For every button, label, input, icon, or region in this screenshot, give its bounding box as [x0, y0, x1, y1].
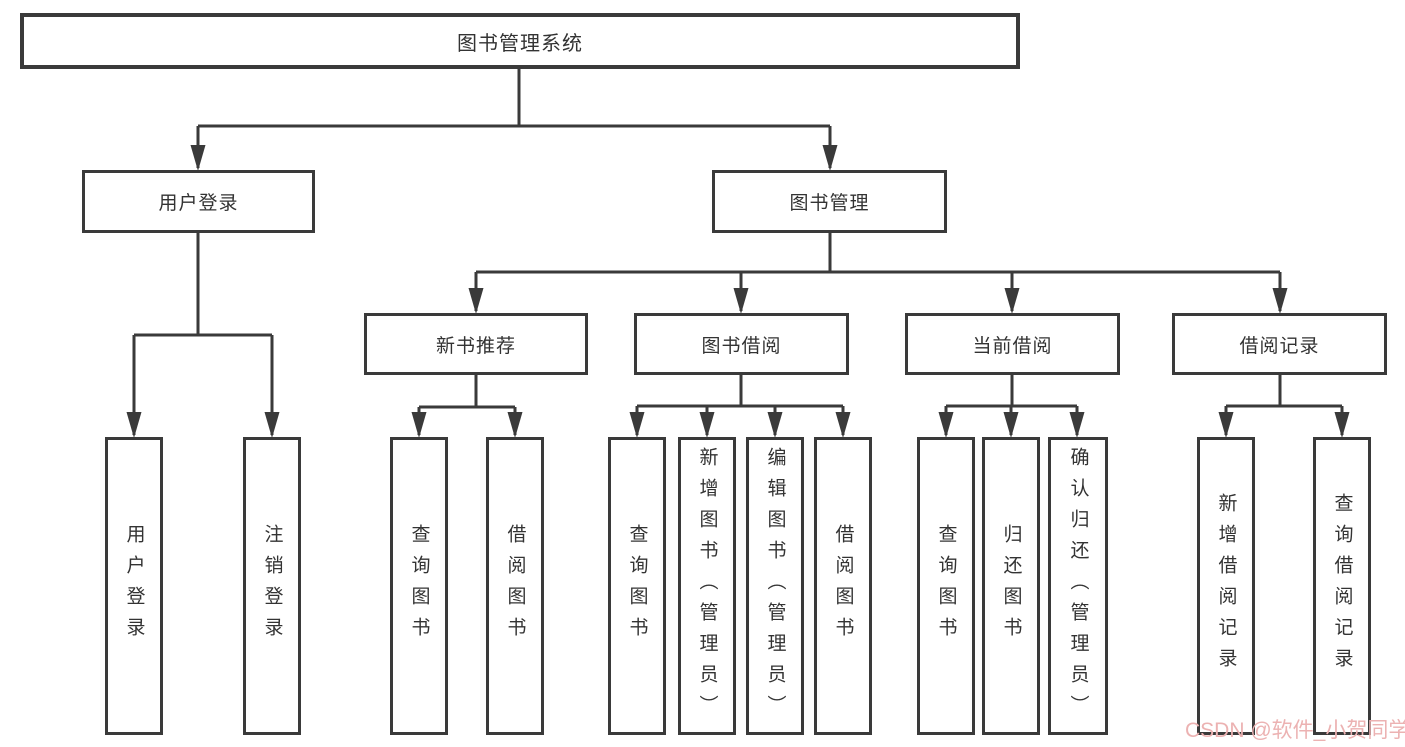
- leaf-newbook-query-books-label: 查询图书: [408, 524, 430, 648]
- connector-userlogin-to-leaves: [132, 233, 274, 435]
- csdn-watermark: CSDN @软件_小贺同学: [1185, 719, 1405, 742]
- node-borrow-records: 借阅记录: [1172, 313, 1387, 375]
- leaf-records-add-record-label: 新增借阅记录: [1215, 493, 1237, 679]
- connector-borrowrecord-to-leaves: [1224, 375, 1344, 435]
- leaf-borrow-borrow-books: 借阅图书: [814, 437, 872, 735]
- connector-currentborrow-to-leaves: [944, 375, 1079, 435]
- leaf-current-return-books: 归还图书: [982, 437, 1040, 735]
- node-root-label: 图书管理系统: [457, 32, 583, 55]
- leaf-current-confirm-return-admin-label: 确认归还（管理员）: [1067, 446, 1089, 726]
- leaf-borrow-add-books-admin-label: 新增图书（管理员）: [696, 446, 718, 726]
- leaf-newbook-query-books: 查询图书: [390, 437, 448, 735]
- leaf-user-login-label: 用户登录: [123, 524, 145, 648]
- connector-root-to-level2: [196, 69, 832, 168]
- leaf-logout-label: 注销登录: [261, 524, 283, 648]
- leaf-logout: 注销登录: [243, 437, 301, 735]
- node-borrow-records-label: 借阅记录: [1239, 335, 1320, 357]
- node-user-login: 用户登录: [82, 170, 315, 233]
- node-book-borrow-label: 图书借阅: [701, 335, 782, 357]
- leaf-current-query-books-label: 查询图书: [935, 524, 957, 648]
- leaf-borrow-borrow-books-label: 借阅图书: [832, 524, 854, 648]
- node-book-management: 图书管理: [712, 170, 947, 233]
- leaf-borrow-query-books: 查询图书: [608, 437, 666, 735]
- leaf-borrow-edit-books-admin-label: 编辑图书（管理员）: [764, 446, 786, 726]
- leaf-records-add-record: 新增借阅记录: [1197, 437, 1255, 735]
- leaf-current-query-books: 查询图书: [917, 437, 975, 735]
- leaf-current-return-books-label: 归还图书: [1000, 524, 1022, 648]
- node-book-management-label: 图书管理: [789, 193, 870, 214]
- node-current-borrow-label: 当前借阅: [972, 335, 1053, 357]
- connector-bookmgmt-to-level3: [474, 233, 1282, 311]
- leaf-newbook-borrow-books-label: 借阅图书: [504, 524, 526, 648]
- leaf-current-confirm-return-admin: 确认归还（管理员）: [1048, 437, 1108, 735]
- leaf-user-login: 用户登录: [105, 437, 163, 735]
- connector-newbook-to-leaves: [417, 375, 517, 435]
- leaf-borrow-edit-books-admin: 编辑图书（管理员）: [746, 437, 804, 735]
- node-user-login-label: 用户登录: [158, 193, 239, 214]
- leaf-borrow-query-books-label: 查询图书: [626, 524, 648, 648]
- node-book-borrow: 图书借阅: [634, 313, 849, 375]
- connector-bookborrow-to-leaves: [635, 375, 845, 435]
- node-new-book-recommend: 新书推荐: [364, 313, 588, 375]
- node-new-book-recommend-label: 新书推荐: [435, 335, 516, 357]
- node-current-borrow: 当前借阅: [905, 313, 1120, 375]
- leaf-records-query-record: 查询借阅记录: [1313, 437, 1371, 735]
- node-root: 图书管理系统: [20, 13, 1020, 69]
- leaf-borrow-add-books-admin: 新增图书（管理员）: [678, 437, 736, 735]
- leaf-newbook-borrow-books: 借阅图书: [486, 437, 544, 735]
- leaf-records-query-record-label: 查询借阅记录: [1331, 493, 1353, 679]
